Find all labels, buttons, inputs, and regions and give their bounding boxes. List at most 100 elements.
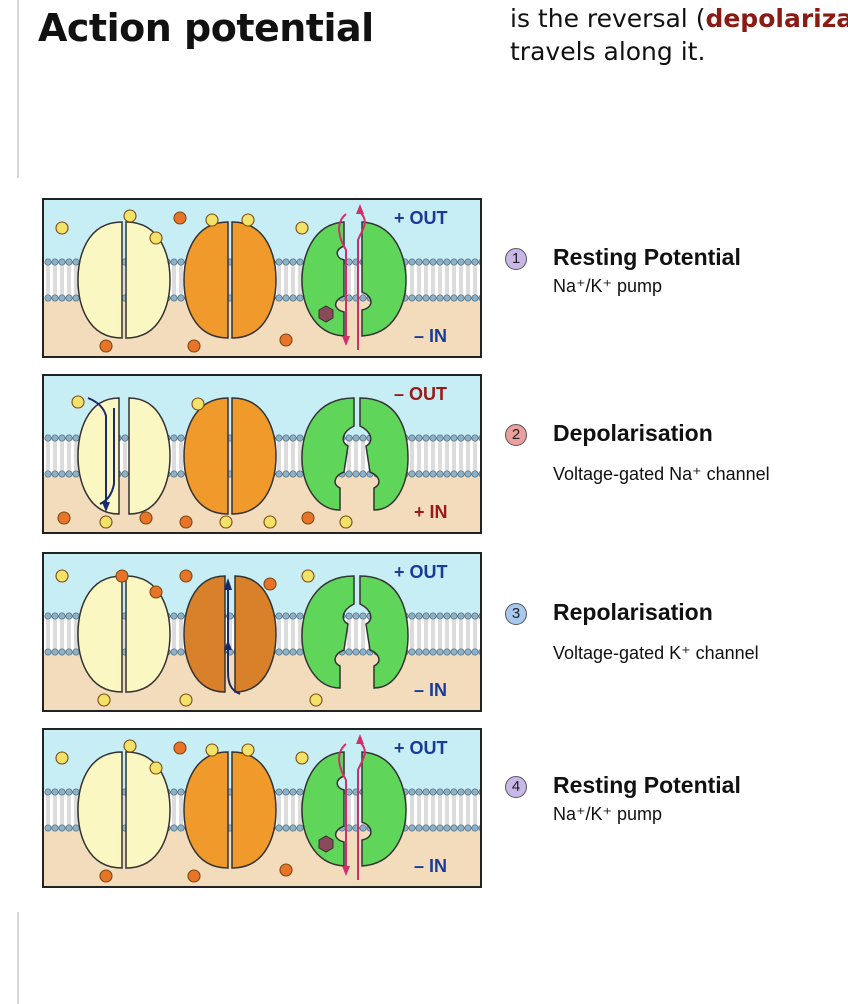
phospholipid-head (450, 824, 458, 832)
phospholipid-head (464, 470, 472, 478)
phospholipid-head (282, 258, 290, 266)
phospholipid-head (51, 258, 59, 266)
na-ion (309, 693, 323, 707)
na-ion (263, 515, 277, 529)
phospholipid-head (422, 470, 430, 478)
step-subtitle: Voltage-gated K⁺ channel (553, 643, 759, 663)
phospholipid-head (177, 788, 185, 796)
k-ion (179, 515, 193, 529)
pump-right-half (361, 221, 407, 337)
phospholipid-head (289, 612, 297, 620)
phospholipid-head (436, 258, 444, 266)
step-number-badge: 4 (505, 776, 527, 798)
phospholipid-head (58, 612, 66, 620)
na-ion (71, 395, 85, 409)
phospholipid-head (471, 648, 479, 656)
phospholipid-head (471, 294, 479, 302)
membrane-diagram-2: – OUT+ IN (44, 376, 480, 532)
phospholipid-head (471, 788, 479, 796)
phospholipid-head (478, 435, 480, 441)
pump-right-half (361, 751, 407, 867)
left-divider-lower (17, 912, 19, 1004)
phospholipid-head (72, 258, 80, 266)
phospholipid-head (170, 294, 178, 302)
step-number-badge: 1 (505, 248, 527, 270)
phospholipid-head (443, 824, 451, 832)
phospholipid-head (436, 470, 444, 478)
phospholipid-head (72, 294, 80, 302)
na-ion (55, 221, 69, 235)
phospholipid-head (44, 294, 52, 302)
na-ion (241, 743, 255, 757)
step-title: Depolarisation (553, 420, 713, 446)
phospholipid-head (352, 648, 360, 656)
phospholipid-head (464, 648, 472, 656)
phospholipid-head (422, 648, 430, 656)
phospholipid-head (478, 613, 480, 619)
na-ion (99, 515, 113, 529)
arrow-head (356, 734, 364, 744)
na-ion (149, 231, 163, 245)
phospholipid-head (58, 258, 66, 266)
phospholipid-head (44, 470, 52, 478)
phospholipid-head (408, 258, 416, 266)
phospholipid-head (58, 824, 66, 832)
phospholipid-head (359, 434, 367, 442)
phospholipid-head (51, 434, 59, 442)
phospholipid-head (422, 788, 430, 796)
na-ion (97, 693, 111, 707)
phospholipid-head (177, 612, 185, 620)
phospholipid-head (352, 470, 360, 478)
phospholipid-head (44, 258, 52, 266)
phospholipid-head (464, 294, 472, 302)
phospholipid-head (177, 294, 185, 302)
pump-left-half (301, 397, 355, 511)
phospholipid-head (51, 824, 59, 832)
k-ion (99, 869, 113, 883)
na-ion (295, 751, 309, 765)
phospholipid-head (415, 788, 423, 796)
na-ion (241, 213, 255, 227)
phospholipid-head (450, 788, 458, 796)
pump-path-arrow (357, 211, 366, 350)
phospholipid-head (58, 470, 66, 478)
phospholipid-head (471, 612, 479, 620)
arrow-head (342, 336, 350, 346)
phospholipid-head (275, 470, 283, 478)
na-ion (179, 693, 193, 707)
phospholipid-head (443, 294, 451, 302)
phospholipid-head (443, 788, 451, 796)
phospholipid-head (289, 824, 297, 832)
phospholipid-head (296, 824, 304, 832)
arrow-head (102, 502, 110, 512)
phospholipid-head (289, 258, 297, 266)
phospholipid-head (457, 824, 465, 832)
k-ion (139, 511, 153, 525)
na-influx-arrow (87, 397, 107, 506)
phospholipid-head (65, 612, 73, 620)
phospholipid-head (345, 648, 353, 656)
phospholipid-head (359, 470, 367, 478)
phospholipid-head (44, 824, 52, 832)
phospholipid-head (44, 612, 52, 620)
phospholipid-head (408, 294, 416, 302)
out-polarity-label: + OUT (394, 738, 448, 758)
phospholipid-head (457, 434, 465, 442)
pump-path-arrow (357, 741, 366, 880)
phospholipid-head (429, 824, 437, 832)
phospholipid-head (457, 612, 465, 620)
phospholipid-head (345, 434, 353, 442)
phospholipid-head (457, 294, 465, 302)
na-channel-right-half (125, 751, 171, 869)
phospholipid-head (429, 612, 437, 620)
phospholipid-head (65, 788, 73, 796)
phospholipid-head (408, 824, 416, 832)
phospholipid-head (443, 648, 451, 656)
k-channel-left-half (183, 575, 226, 693)
step-subtitle: Na⁺/K⁺ pump (553, 804, 663, 824)
phospholipid-head (275, 612, 283, 620)
pump-left-half (301, 575, 355, 689)
step-title: Resting Potential (553, 244, 741, 270)
step-title: Resting Potential (553, 772, 741, 798)
slide-title: Action potential (38, 6, 374, 50)
